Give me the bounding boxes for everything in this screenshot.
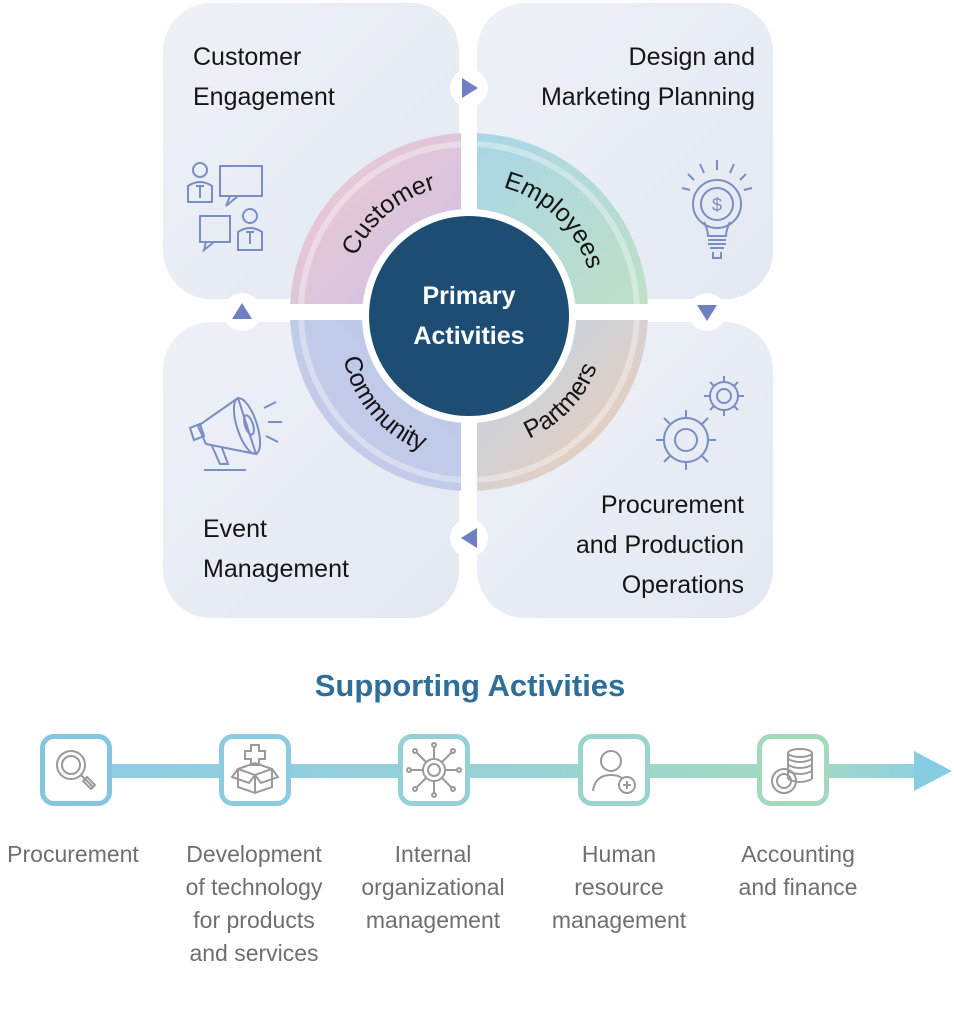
center-label-line2: Activities [413, 322, 525, 350]
magnifier-icon [56, 750, 97, 791]
supporting-activities-title: Supporting Activities [314, 668, 626, 703]
arrow-down-icon [688, 293, 726, 331]
center-circle [369, 216, 569, 416]
user-add-icon [592, 750, 636, 794]
quadrant-title-customer-engagement: Customer Engagement [193, 43, 335, 111]
quadrant-title-procurement-production: Procurement and Production Operations [575, 491, 744, 599]
arrow-left-icon [450, 519, 488, 557]
arrow-right-icon [450, 69, 488, 107]
support-box-accounting [757, 734, 829, 806]
primary-activities-wheel: Customer Employees Community Partmers [223, 69, 726, 557]
support-box-internal-management [398, 734, 470, 806]
track-arrowhead [914, 751, 952, 791]
box-plus-icon [230, 744, 280, 795]
support-label-procurement: Procurement [7, 841, 139, 867]
coins-stack-icon [771, 748, 813, 794]
lightbulb-dollar-icon: $ [681, 160, 753, 259]
support-label-internal-management: Internal organizational management [361, 841, 505, 933]
network-hub-icon [406, 742, 462, 798]
support-label-accounting: Accounting and finance [738, 841, 858, 900]
customer-chat-icon [187, 162, 263, 253]
center-label: Primary Activities [369, 216, 569, 416]
support-box-human-resource [578, 734, 650, 806]
arrow-up-icon [223, 293, 261, 331]
center-label-line1: Primary [422, 282, 516, 310]
quadrant-title-design-marketing: Design and Marketing Planning [540, 43, 755, 111]
support-box-procurement [40, 734, 112, 806]
support-box-development [219, 734, 291, 806]
svg-text:$: $ [712, 195, 722, 215]
support-label-human-resource: Human resource management [551, 841, 687, 933]
support-label-development: Development of technology for products a… [185, 841, 323, 966]
megaphone-icon [188, 396, 282, 471]
quadrant-title-event-management: Event Management [203, 515, 349, 583]
gears-icon [656, 376, 744, 470]
